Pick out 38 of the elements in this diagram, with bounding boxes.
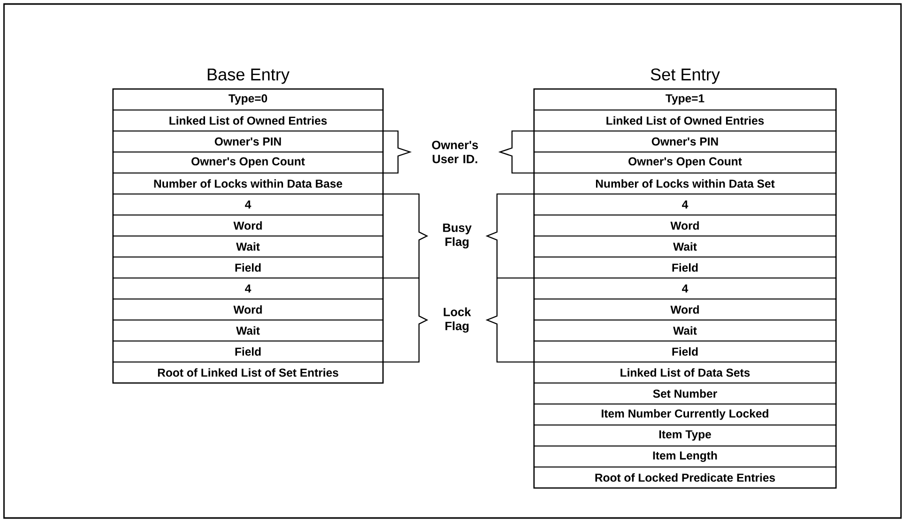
table-row: Root of Linked List of Set Entries: [112, 361, 384, 384]
table-row: Word: [533, 214, 837, 237]
table-row: Field: [533, 340, 837, 363]
brace-label: Lock Flag: [444, 307, 472, 333]
table-row: 4: [112, 277, 384, 300]
table-row: Owner's PIN: [533, 130, 837, 153]
table-row: Item Number Currently Locked: [533, 403, 837, 426]
table-row: 4: [112, 193, 384, 216]
table-row: Wait: [112, 235, 384, 258]
table-row: 4: [533, 277, 837, 300]
table-row: Wait: [533, 235, 837, 258]
table-row: Linked List of Owned Entries: [533, 109, 837, 132]
table-row: Wait: [112, 319, 384, 342]
table-row: Linked List of Data Sets: [533, 361, 837, 384]
table-row: Wait: [533, 319, 837, 342]
table-row: Item Length: [533, 445, 837, 468]
table-row: Word: [533, 298, 837, 321]
node-label: Base Entry: [208, 68, 290, 84]
node-label: Set Entry: [650, 68, 720, 84]
table-row: Word: [112, 214, 384, 237]
table-row: Field: [533, 256, 837, 279]
table-row: Number of Locks within Data Set: [533, 172, 837, 195]
table-row: Word: [112, 298, 384, 321]
table-row: Owner's Open Count: [533, 151, 837, 174]
table-row: Field: [112, 256, 384, 279]
brace-label: Busy Flag: [443, 224, 472, 248]
table-row: Linked List of Owned Entries: [112, 109, 384, 132]
table-row: Owner's Open Count: [112, 151, 384, 174]
table-row: Owner's PIN: [112, 130, 384, 153]
table-row: Item Type: [533, 424, 837, 447]
table-row: 4: [533, 193, 837, 216]
table-row: Number of Locks within Data Base: [112, 172, 384, 195]
table-row: Root of Locked Predicate Entries: [533, 466, 837, 489]
table-row: Type=1: [533, 88, 837, 111]
table-row: Set Number: [533, 382, 837, 405]
table-row: Field: [112, 340, 384, 363]
brace-label: Owner's User ID.: [432, 140, 478, 164]
table-row: Type=0: [112, 88, 384, 111]
